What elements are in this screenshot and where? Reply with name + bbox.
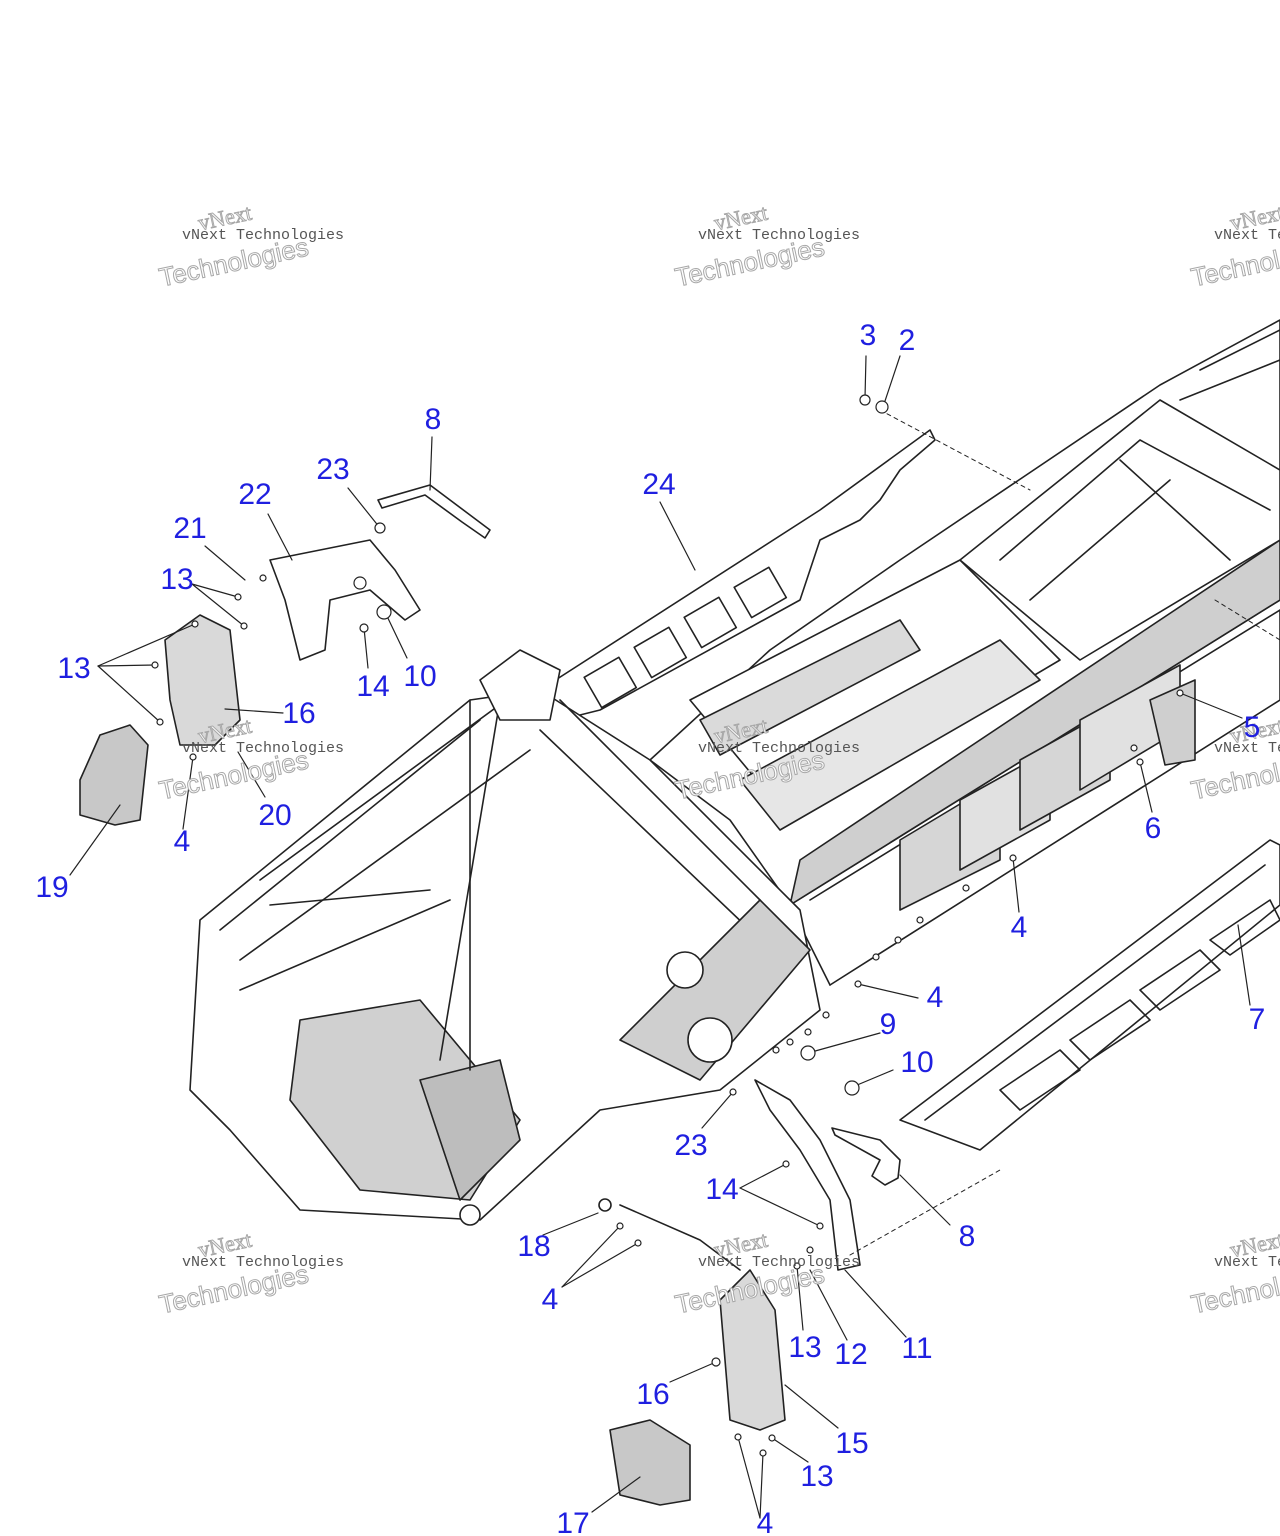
watermark: vNext vNext Technologies Technologies bbox=[1188, 712, 1280, 808]
rail-24 bbox=[539, 429, 936, 721]
callout-label: 16 bbox=[636, 1378, 670, 1411]
bracket-22 bbox=[269, 539, 421, 661]
watermark: vNext vNext Technologies Technologies bbox=[156, 199, 378, 295]
pad-17 bbox=[609, 1419, 691, 1506]
callout-label: 17 bbox=[556, 1507, 590, 1536]
callout-label: 3 bbox=[859, 319, 877, 352]
watermark-line: vNext Technologies bbox=[698, 1254, 861, 1271]
callout-label: 12 bbox=[834, 1338, 868, 1371]
watermark-line: vNext Technologies bbox=[182, 740, 345, 757]
watermark-line: vNext Technologies bbox=[1214, 1254, 1280, 1271]
callout-label: 13 bbox=[788, 1331, 822, 1364]
callout-label: 2 bbox=[898, 324, 916, 357]
callout-label: 23 bbox=[674, 1129, 708, 1162]
watermark: vNext vNext Technologies Technologies bbox=[1188, 1226, 1280, 1322]
callout-label: 20 bbox=[258, 799, 292, 832]
watermark: vNext vNext Technologies Technologies bbox=[672, 1226, 894, 1322]
callout-label: 24 bbox=[642, 468, 676, 501]
watermark: vNext vNext Technologies Technologies bbox=[672, 199, 894, 295]
callout-label: 4 bbox=[173, 825, 191, 858]
callout-label: 21 bbox=[173, 512, 207, 545]
callout-label: 16 bbox=[282, 697, 316, 730]
callout-label: 22 bbox=[238, 478, 272, 511]
callout-label: 4 bbox=[756, 1507, 774, 1536]
callout-label: 9 bbox=[879, 1008, 897, 1041]
callout-label: 4 bbox=[1010, 911, 1028, 944]
bar-8-lower bbox=[831, 1127, 901, 1186]
watermark-line: vNext Technologies bbox=[698, 740, 861, 757]
callout-label: 14 bbox=[356, 670, 390, 703]
front-chassis bbox=[189, 649, 821, 1226]
running-board-7 bbox=[899, 839, 1280, 1151]
callout-label: 10 bbox=[900, 1046, 934, 1079]
callout-label: 7 bbox=[1248, 1003, 1266, 1036]
watermark: vNext vNext Technologies Technologies bbox=[156, 712, 378, 808]
bar-8-upper bbox=[377, 484, 491, 539]
bracket-11 bbox=[754, 1079, 861, 1271]
strap bbox=[619, 1204, 741, 1271]
callout-label: 15 bbox=[835, 1427, 869, 1460]
callout-label: 6 bbox=[1144, 812, 1162, 845]
left-side-panel bbox=[164, 614, 241, 746]
lower-side-panel bbox=[719, 1269, 786, 1431]
watermark-line: vNext Technologies bbox=[182, 227, 345, 244]
callout-label: 13 bbox=[160, 563, 194, 596]
callout-label: 11 bbox=[901, 1332, 933, 1365]
callout-label: 23 bbox=[316, 453, 350, 486]
watermark: vNext vNext Technologies Technologies bbox=[672, 712, 894, 808]
callout-label: 5 bbox=[1243, 711, 1261, 744]
watermark: vNext vNext Technologies Technologies bbox=[156, 1226, 378, 1322]
watermark-line: vNext Technologies bbox=[182, 1254, 345, 1271]
callout-label: 4 bbox=[926, 981, 944, 1014]
callout-label: 8 bbox=[958, 1220, 976, 1253]
callout-label: 13 bbox=[57, 652, 91, 685]
pad-19 bbox=[79, 724, 149, 826]
callout-label: 19 bbox=[35, 871, 69, 904]
callout-label: 14 bbox=[705, 1173, 739, 1206]
callout-label: 13 bbox=[800, 1460, 834, 1493]
tunnel bbox=[649, 319, 1280, 986]
callout-label: 8 bbox=[424, 403, 442, 436]
callout-label: 10 bbox=[403, 660, 437, 693]
callout-label: 18 bbox=[517, 1230, 551, 1263]
watermark-line: vNext Technologies bbox=[1214, 740, 1280, 757]
callout-label: 4 bbox=[541, 1283, 559, 1316]
watermark: vNext vNext Technologies Technologies bbox=[1188, 199, 1280, 295]
watermark-line: vNext Technologies bbox=[1214, 227, 1280, 244]
watermark-line: vNext Technologies bbox=[698, 227, 861, 244]
